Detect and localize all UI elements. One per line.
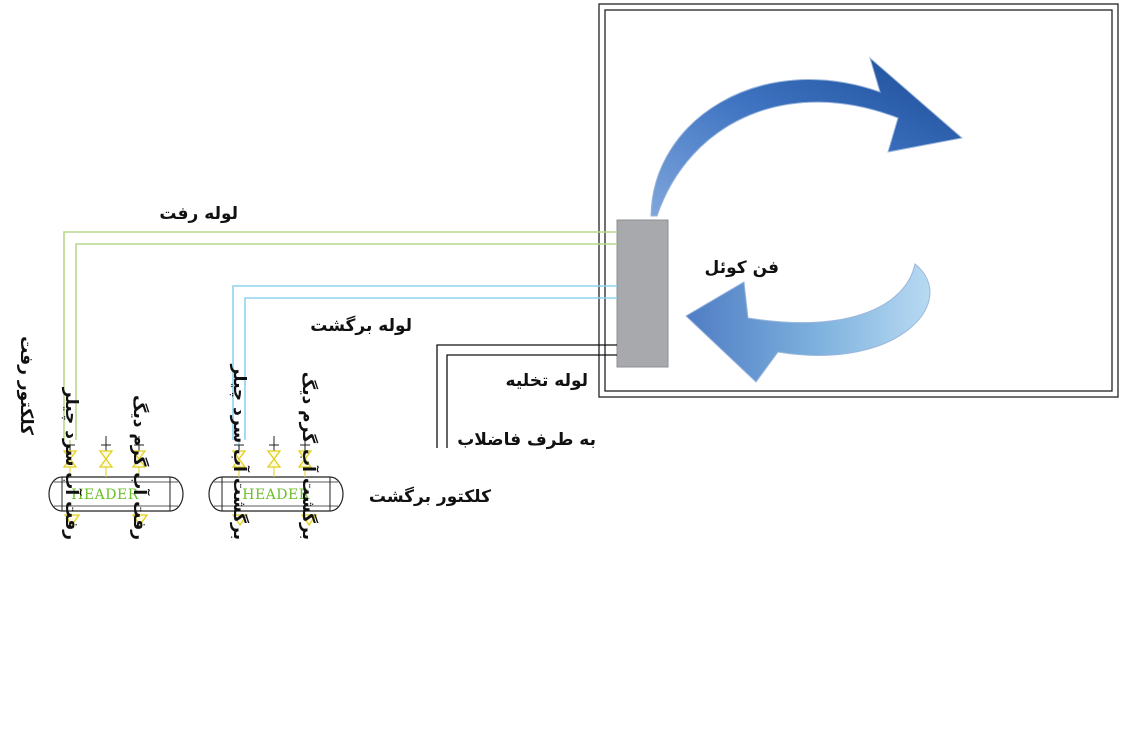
fan-coil-label: فن کوئل <box>705 258 779 278</box>
supply-header-valves <box>63 436 146 477</box>
header-outlets <box>64 514 317 526</box>
return-header <box>208 476 344 512</box>
boiler-hot-supply-label: رفت آب گرم دیگ <box>129 395 151 540</box>
room-outline <box>598 3 1119 398</box>
drain-pipe <box>436 344 617 448</box>
air-flow-arrow-top <box>650 56 964 217</box>
return-header-valves <box>232 436 312 477</box>
supply-collector-label: کلکتور رفت <box>16 336 36 435</box>
to-sewer-label: به طرف فاضلاب <box>457 430 596 450</box>
boiler-hot-return-label: برگشت آب گرم دیگ <box>298 372 320 540</box>
supply-pipe <box>63 231 617 440</box>
supply-pipe-label: لوله رفت <box>159 204 238 224</box>
chiller-cold-supply-label: رفت آب سرد چیلر <box>61 387 83 540</box>
fan-coil-unit <box>616 219 669 368</box>
return-pipe <box>232 285 617 440</box>
supply-header <box>48 476 184 512</box>
return-pipe-label: لوله برگشت <box>310 315 412 336</box>
supply-header-label: HEADER <box>71 487 139 503</box>
return-header-label: HEADER <box>242 487 310 503</box>
return-collector-label: کلکتور برگشت <box>369 486 491 507</box>
drain-pipe-label: لوله تخلیه <box>506 371 588 391</box>
air-flow-arrow-bottom <box>685 263 931 383</box>
chiller-cold-return-label: برگشت آب سرد چیلر <box>229 363 251 540</box>
